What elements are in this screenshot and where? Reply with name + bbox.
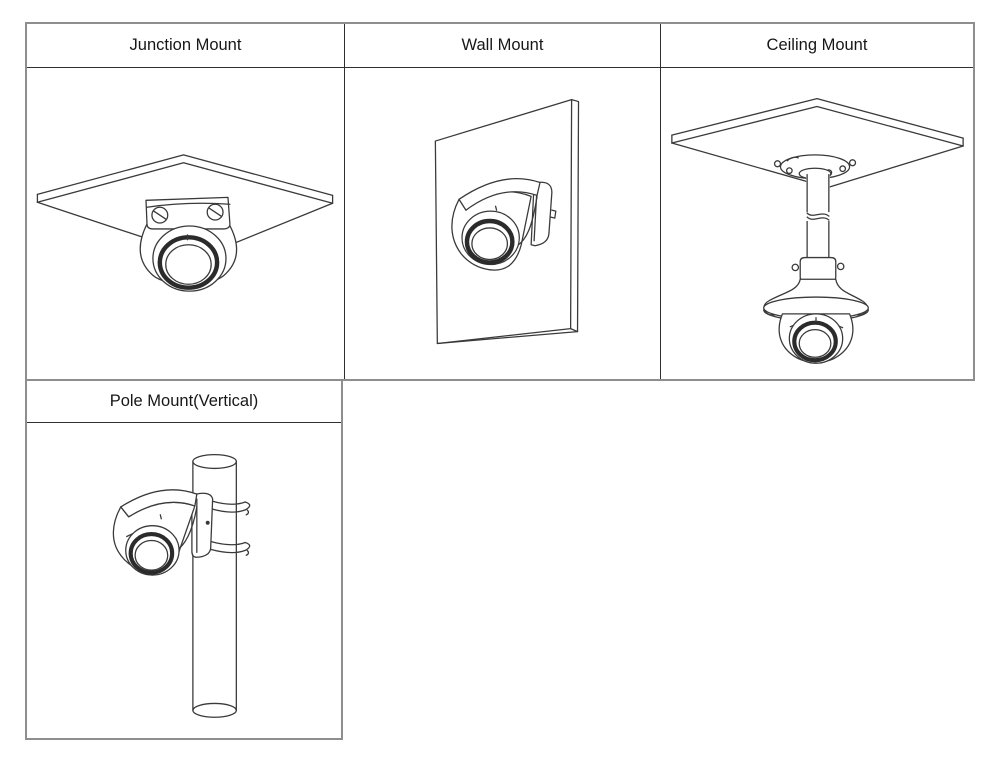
header-ceiling-mount-label: Ceiling Mount [766,36,868,55]
pole-mount-vertical-illustration-icon [112,453,251,718]
wall-camera [451,178,557,271]
pole-straps [210,500,251,556]
wall-mount-illustration-icon [434,98,580,345]
cell-junction-mount [27,68,345,379]
cell-wall-mount [345,68,661,379]
header-junction-mount: Junction Mount [27,24,345,68]
wall-panel [434,98,580,345]
header-pole-mount-label: Pole Mount(Vertical) [109,392,259,411]
header-junction-mount-label: Junction Mount [129,36,242,55]
header-wall-mount-label: Wall Mount [461,36,544,55]
header-ceiling-mount: Ceiling Mount [661,24,973,68]
ceiling-camera [778,313,854,364]
cell-pole-mount [27,423,341,738]
pole-camera [112,489,198,576]
cell-ceiling-mount [661,68,973,379]
mount-table-bottom: Pole Mount(Vertical) [25,379,343,740]
junction-camera [139,196,238,292]
ceiling-mount-illustration-icon [671,97,964,364]
junction-mount-illustration-icon [36,154,334,292]
header-pole-mount: Pole Mount(Vertical) [27,381,341,423]
header-wall-mount: Wall Mount [345,24,661,68]
mount-table-top: Junction Mount Wall Mount Ceiling Mount [25,22,975,381]
